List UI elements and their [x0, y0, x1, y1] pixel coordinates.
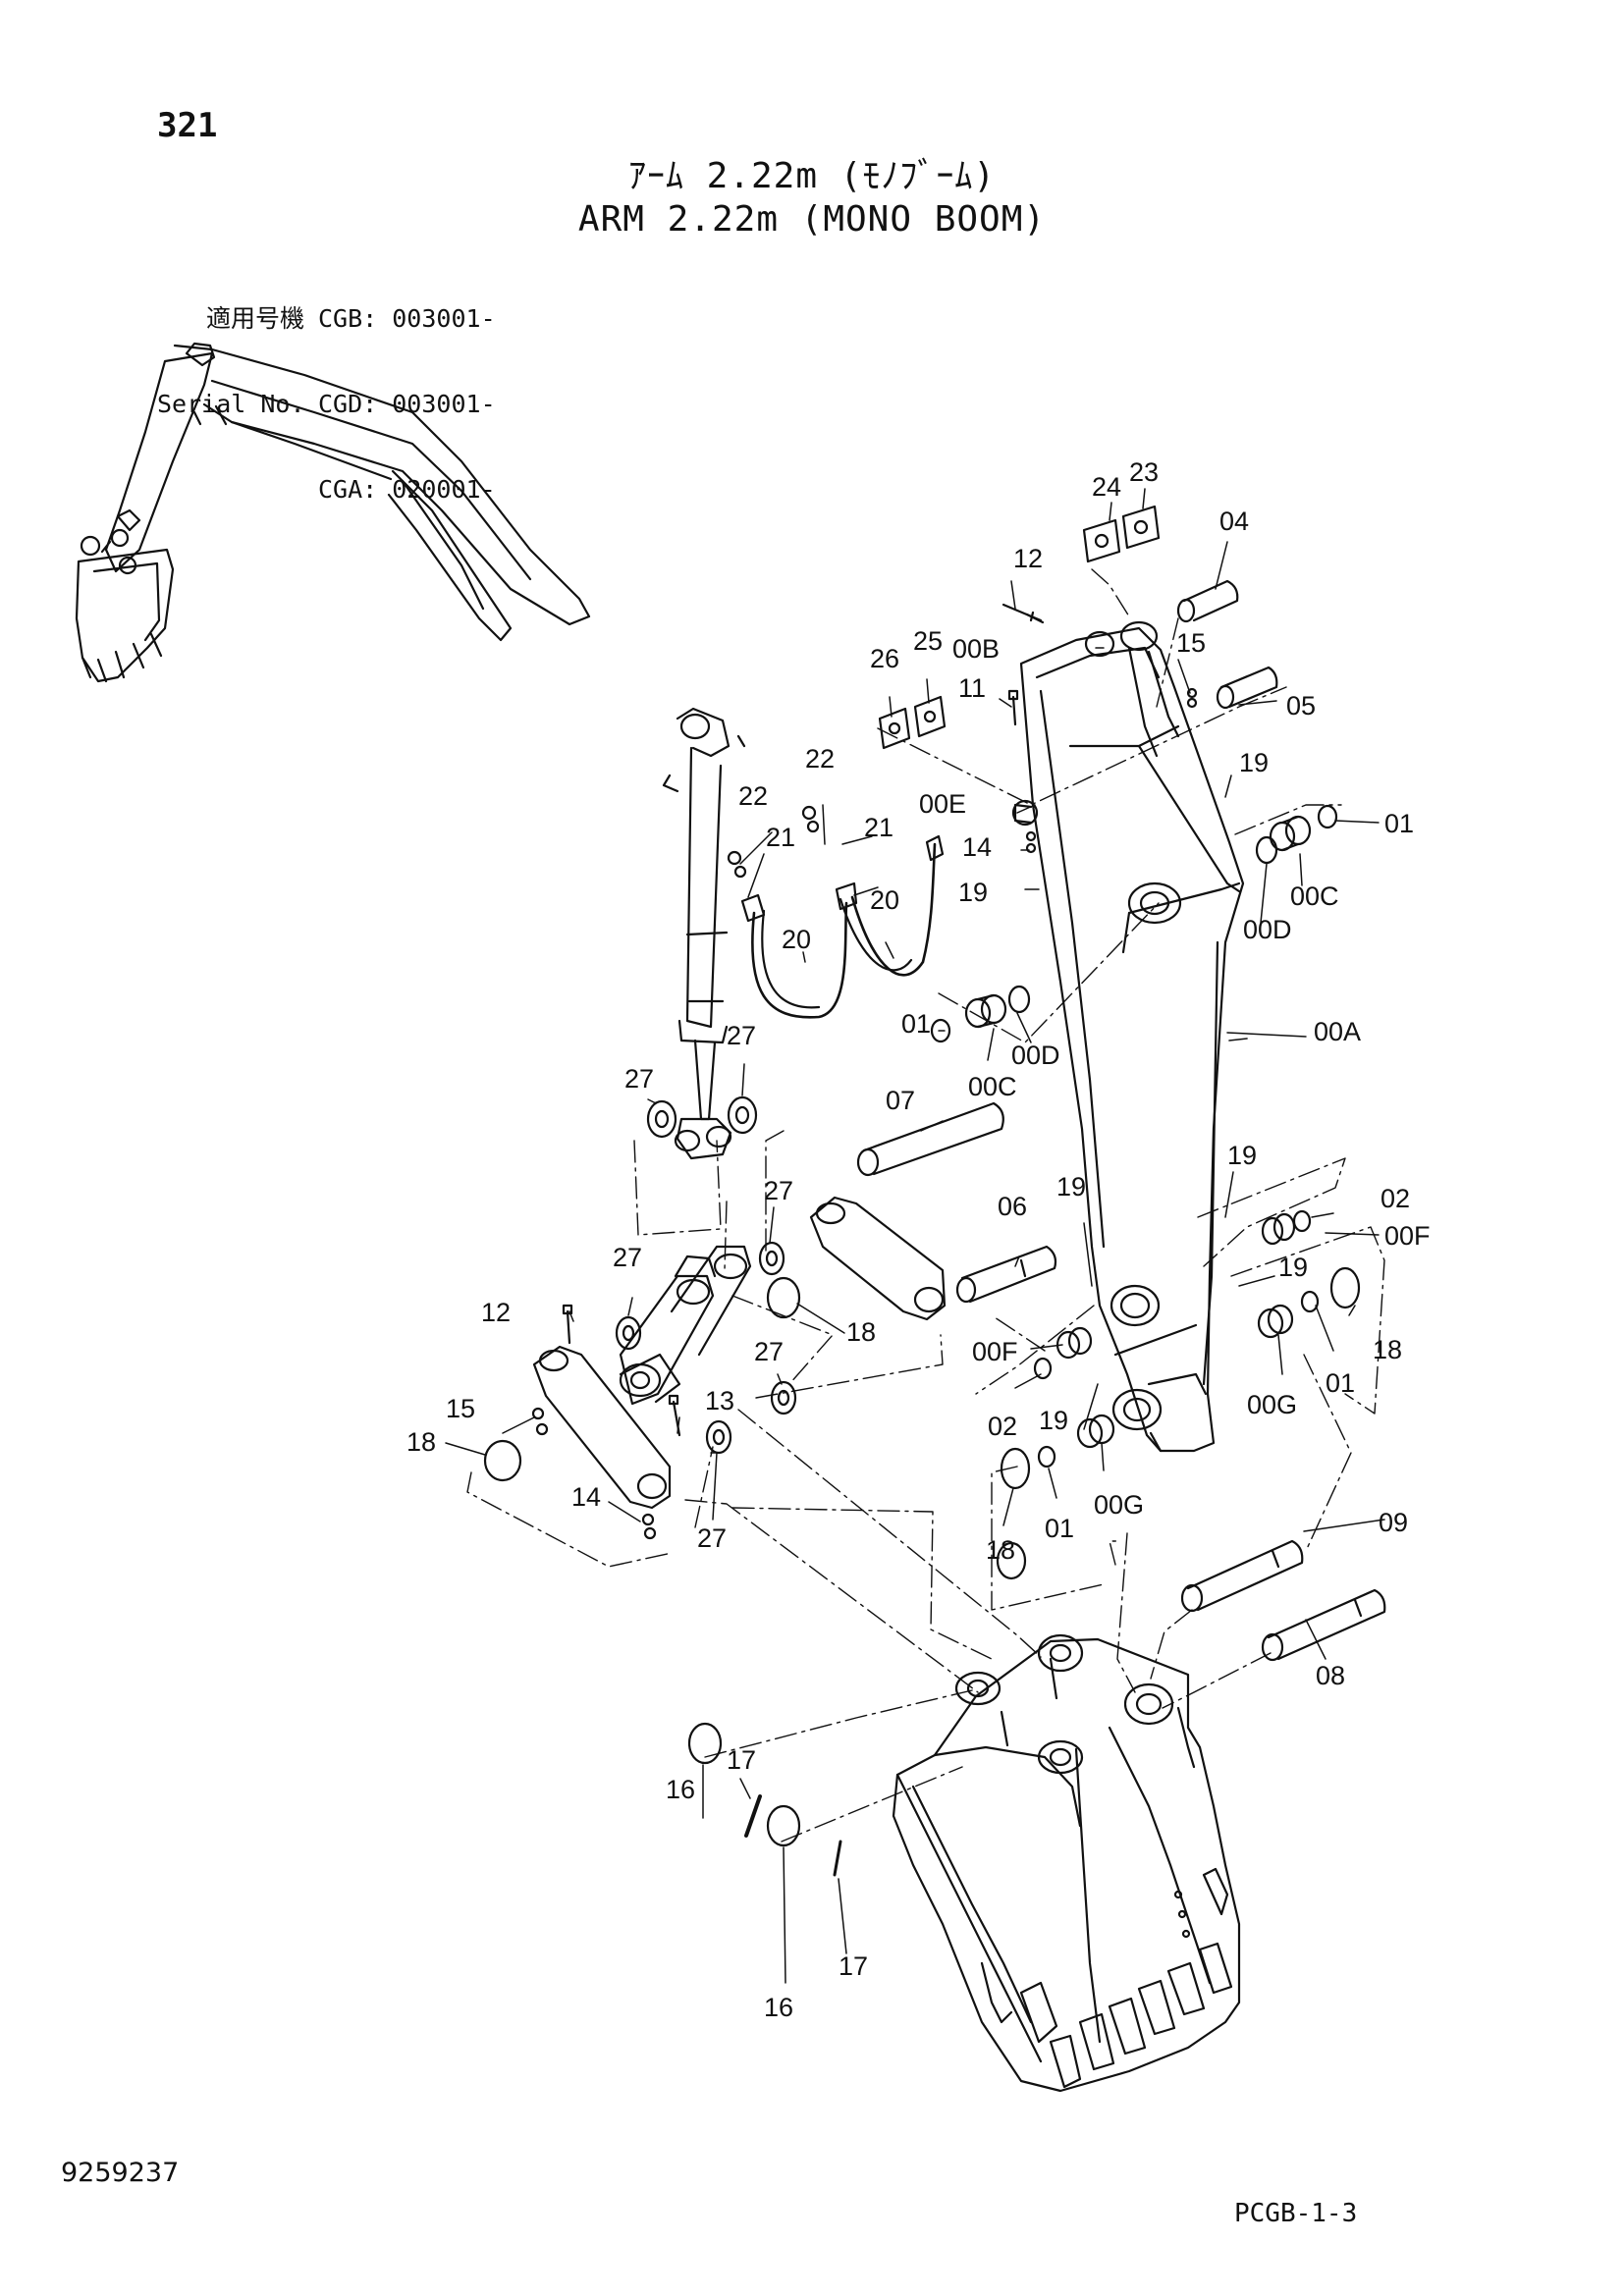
callout-19-a: 19 [1239, 748, 1269, 777]
callout-00F-b: 00F [972, 1337, 1018, 1366]
callout-14-mid: 14 [571, 1482, 601, 1512]
callout-01-d: 01 [1045, 1514, 1074, 1543]
drawing-number: 9259237 [61, 2158, 180, 2188]
callout-22-b: 22 [738, 781, 768, 811]
side-link [809, 1196, 947, 1321]
callout-00A: 00A [1314, 1017, 1361, 1046]
pin-08 [1261, 1588, 1386, 1662]
callout-19-d: 19 [1056, 1172, 1086, 1201]
callout-18-b: 18 [1373, 1335, 1402, 1364]
pin-06 [955, 1245, 1057, 1304]
guide-link-assembly [619, 1245, 752, 1406]
callout-09: 09 [1379, 1508, 1408, 1537]
callout-14-top: 14 [962, 832, 992, 862]
callout-00D-b: 00D [1011, 1041, 1060, 1070]
bolts [531, 603, 1198, 1540]
callout-16-b: 16 [764, 1993, 793, 2022]
callout-12-mid: 12 [481, 1298, 511, 1327]
callout-15-mid: 15 [446, 1394, 475, 1423]
page-number: 321 [157, 106, 218, 145]
page-code: PCGB-1-3 [1234, 2199, 1358, 2228]
serial-row: Serial No. CGD: 003001- [157, 390, 496, 418]
callout-21-a: 21 [864, 813, 893, 842]
serial-label: 適用号機 [205, 304, 304, 333]
bucket [892, 1633, 1241, 2093]
bucket-cylinder [662, 707, 746, 1160]
callout-02-b: 02 [988, 1412, 1017, 1441]
title-english: ARM 2.22m (MONO BOOM) [577, 199, 1047, 240]
serial-label: Serial No. [157, 390, 305, 418]
pin-05 [1216, 666, 1278, 710]
arm-body-00A [1011, 620, 1248, 1453]
callout-00F-a: 00F [1384, 1221, 1431, 1251]
callout-00C-a: 00C [1290, 881, 1339, 911]
bucket-link [532, 1345, 672, 1510]
callout-02-a: 02 [1380, 1184, 1410, 1213]
callout-06: 06 [998, 1192, 1027, 1221]
callout-27-d: 27 [613, 1243, 642, 1272]
callout-00G-b: 00G [1094, 1490, 1144, 1520]
callout-07: 07 [886, 1086, 915, 1115]
callout-16-a: 16 [666, 1775, 695, 1804]
callout-12-top: 12 [1013, 544, 1043, 573]
callout-05: 05 [1286, 691, 1316, 721]
callout-01-a: 01 [1384, 809, 1414, 838]
callout-19-c: 19 [1227, 1141, 1257, 1170]
assembly-guide-lines [466, 568, 1385, 1842]
callout-18-d: 18 [986, 1535, 1015, 1565]
callout-19-f: 19 [1039, 1406, 1068, 1435]
callout-27-c: 27 [764, 1176, 793, 1205]
callout-27-f: 27 [697, 1523, 727, 1553]
keymap-machine-sketch [75, 342, 591, 683]
callout-25: 25 [913, 626, 943, 656]
callout-01-c: 01 [1326, 1368, 1355, 1398]
callout-00C-b: 00C [968, 1072, 1017, 1101]
callout-18-c: 18 [406, 1427, 436, 1457]
callout-08: 08 [1316, 1661, 1345, 1690]
callout-21-b: 21 [766, 823, 795, 852]
bushings-and-seals [930, 804, 1361, 1490]
callout-15-top: 15 [1176, 628, 1206, 658]
callout-27-e: 27 [754, 1337, 784, 1366]
callout-00D-a: 00D [1243, 915, 1292, 944]
callout-19-e: 19 [1278, 1253, 1308, 1282]
callout-20-a: 20 [870, 885, 899, 915]
title-japanese: ｱｰﾑ 2.22m (ﾓﾉﾌﾞｰﾑ) [627, 156, 997, 196]
callout-17-b: 17 [839, 1951, 868, 1981]
serial-value: CGB: 003001- [318, 304, 496, 333]
callout-leader-lines [445, 488, 1385, 1984]
pin-04 [1176, 579, 1239, 623]
callout-22-a: 22 [805, 744, 835, 774]
callout-labels: 23 24 04 12 25 00B 15 26 11 05 19 22 00E… [406, 457, 1431, 2022]
callout-20-b: 20 [782, 925, 811, 954]
callout-19-b: 19 [958, 878, 988, 907]
callout-00E: 00E [919, 789, 966, 819]
shim-plates [878, 505, 1161, 750]
callout-11: 11 [958, 673, 986, 703]
callout-00B: 00B [952, 634, 1000, 664]
callout-04: 04 [1219, 507, 1249, 536]
callout-01-b: 01 [901, 1009, 931, 1039]
callout-27-a: 27 [727, 1021, 756, 1050]
callout-23: 23 [1129, 457, 1159, 487]
pin-09 [1180, 1539, 1304, 1613]
serial-row: 適用号機 CGB: 003001- [157, 304, 496, 333]
callout-24: 24 [1092, 472, 1121, 502]
callout-17-a: 17 [727, 1745, 756, 1775]
callout-13: 13 [705, 1386, 734, 1415]
callout-26: 26 [870, 644, 899, 673]
callout-18-a: 18 [846, 1317, 876, 1347]
hydraulic-hoses [727, 805, 945, 1019]
washers-and-rings [483, 1095, 1027, 1877]
pin-07 [856, 1101, 1004, 1177]
callout-27-b: 27 [624, 1064, 654, 1094]
serial-value: CGD: 003001- [318, 390, 496, 418]
callout-00G-a: 00G [1247, 1390, 1297, 1419]
